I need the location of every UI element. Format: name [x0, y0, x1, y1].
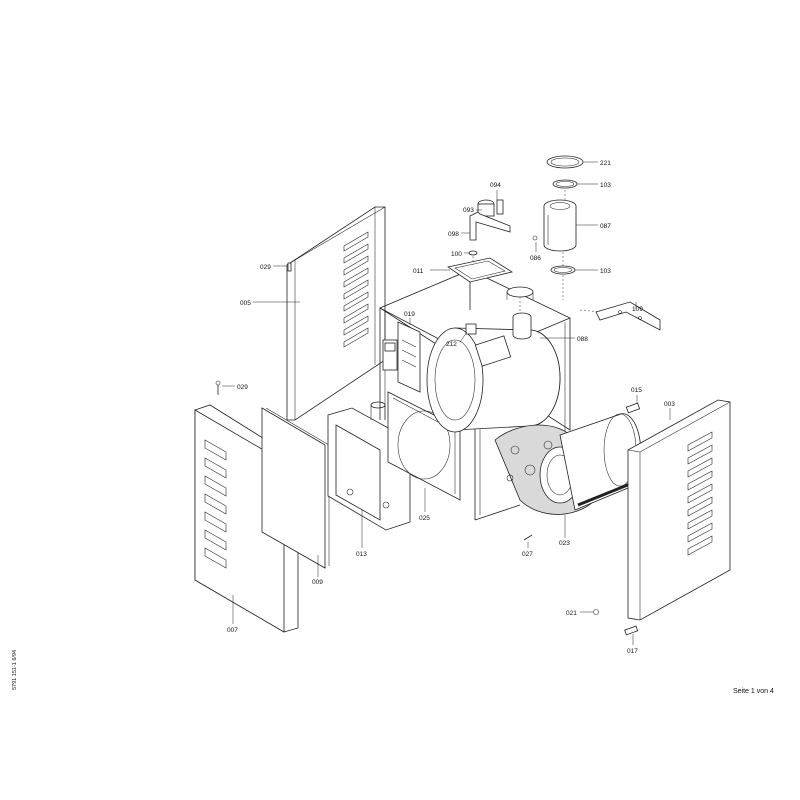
label-017: 017	[627, 648, 638, 655]
label-087: 087	[600, 223, 611, 230]
part-labels: 221 103 094 093 087 098 029 100 086 103 …	[227, 160, 675, 655]
burner-drum	[426, 327, 561, 433]
label-007: 007	[227, 627, 238, 634]
label-086: 086	[530, 255, 541, 262]
leader-lines	[222, 161, 671, 645]
label-103-lower: 103	[600, 268, 611, 275]
label-221: 221	[600, 160, 611, 167]
insulation-mat-009	[261, 407, 330, 569]
panel-003-slots	[687, 431, 713, 556]
side-panel-005	[286, 206, 386, 421]
side-panel-003	[627, 399, 731, 621]
label-009: 009	[312, 579, 323, 586]
label-025: 025	[419, 515, 430, 522]
label-021: 021	[566, 610, 577, 617]
label-094: 094	[490, 182, 501, 189]
label-019: 019	[404, 311, 415, 318]
label-100: 100	[451, 251, 462, 258]
label-103-upper: 103	[600, 182, 611, 189]
label-029-left: 029	[237, 384, 248, 391]
label-093: 093	[463, 207, 474, 214]
label-029-top: 029	[260, 264, 271, 271]
label-098: 098	[448, 231, 459, 238]
label-109: 109	[632, 306, 643, 313]
label-011: 011	[413, 268, 424, 275]
label-027: 027	[522, 551, 533, 558]
side-drawing-code: 5791 151-1 6/94	[12, 650, 18, 690]
assembly-guide-lines	[469, 190, 601, 313]
label-003: 003	[664, 401, 675, 408]
label-088: 088	[577, 336, 588, 343]
label-212: 212	[446, 341, 457, 348]
label-015: 015	[631, 387, 642, 394]
panel-005-slots	[343, 231, 369, 348]
label-005: 005	[240, 300, 251, 307]
panel-007-slots	[204, 439, 227, 569]
label-013: 013	[356, 551, 367, 558]
label-023: 023	[559, 540, 570, 547]
page-footer: Seite 1 von 4	[733, 688, 774, 695]
control-panel-019	[397, 321, 421, 393]
